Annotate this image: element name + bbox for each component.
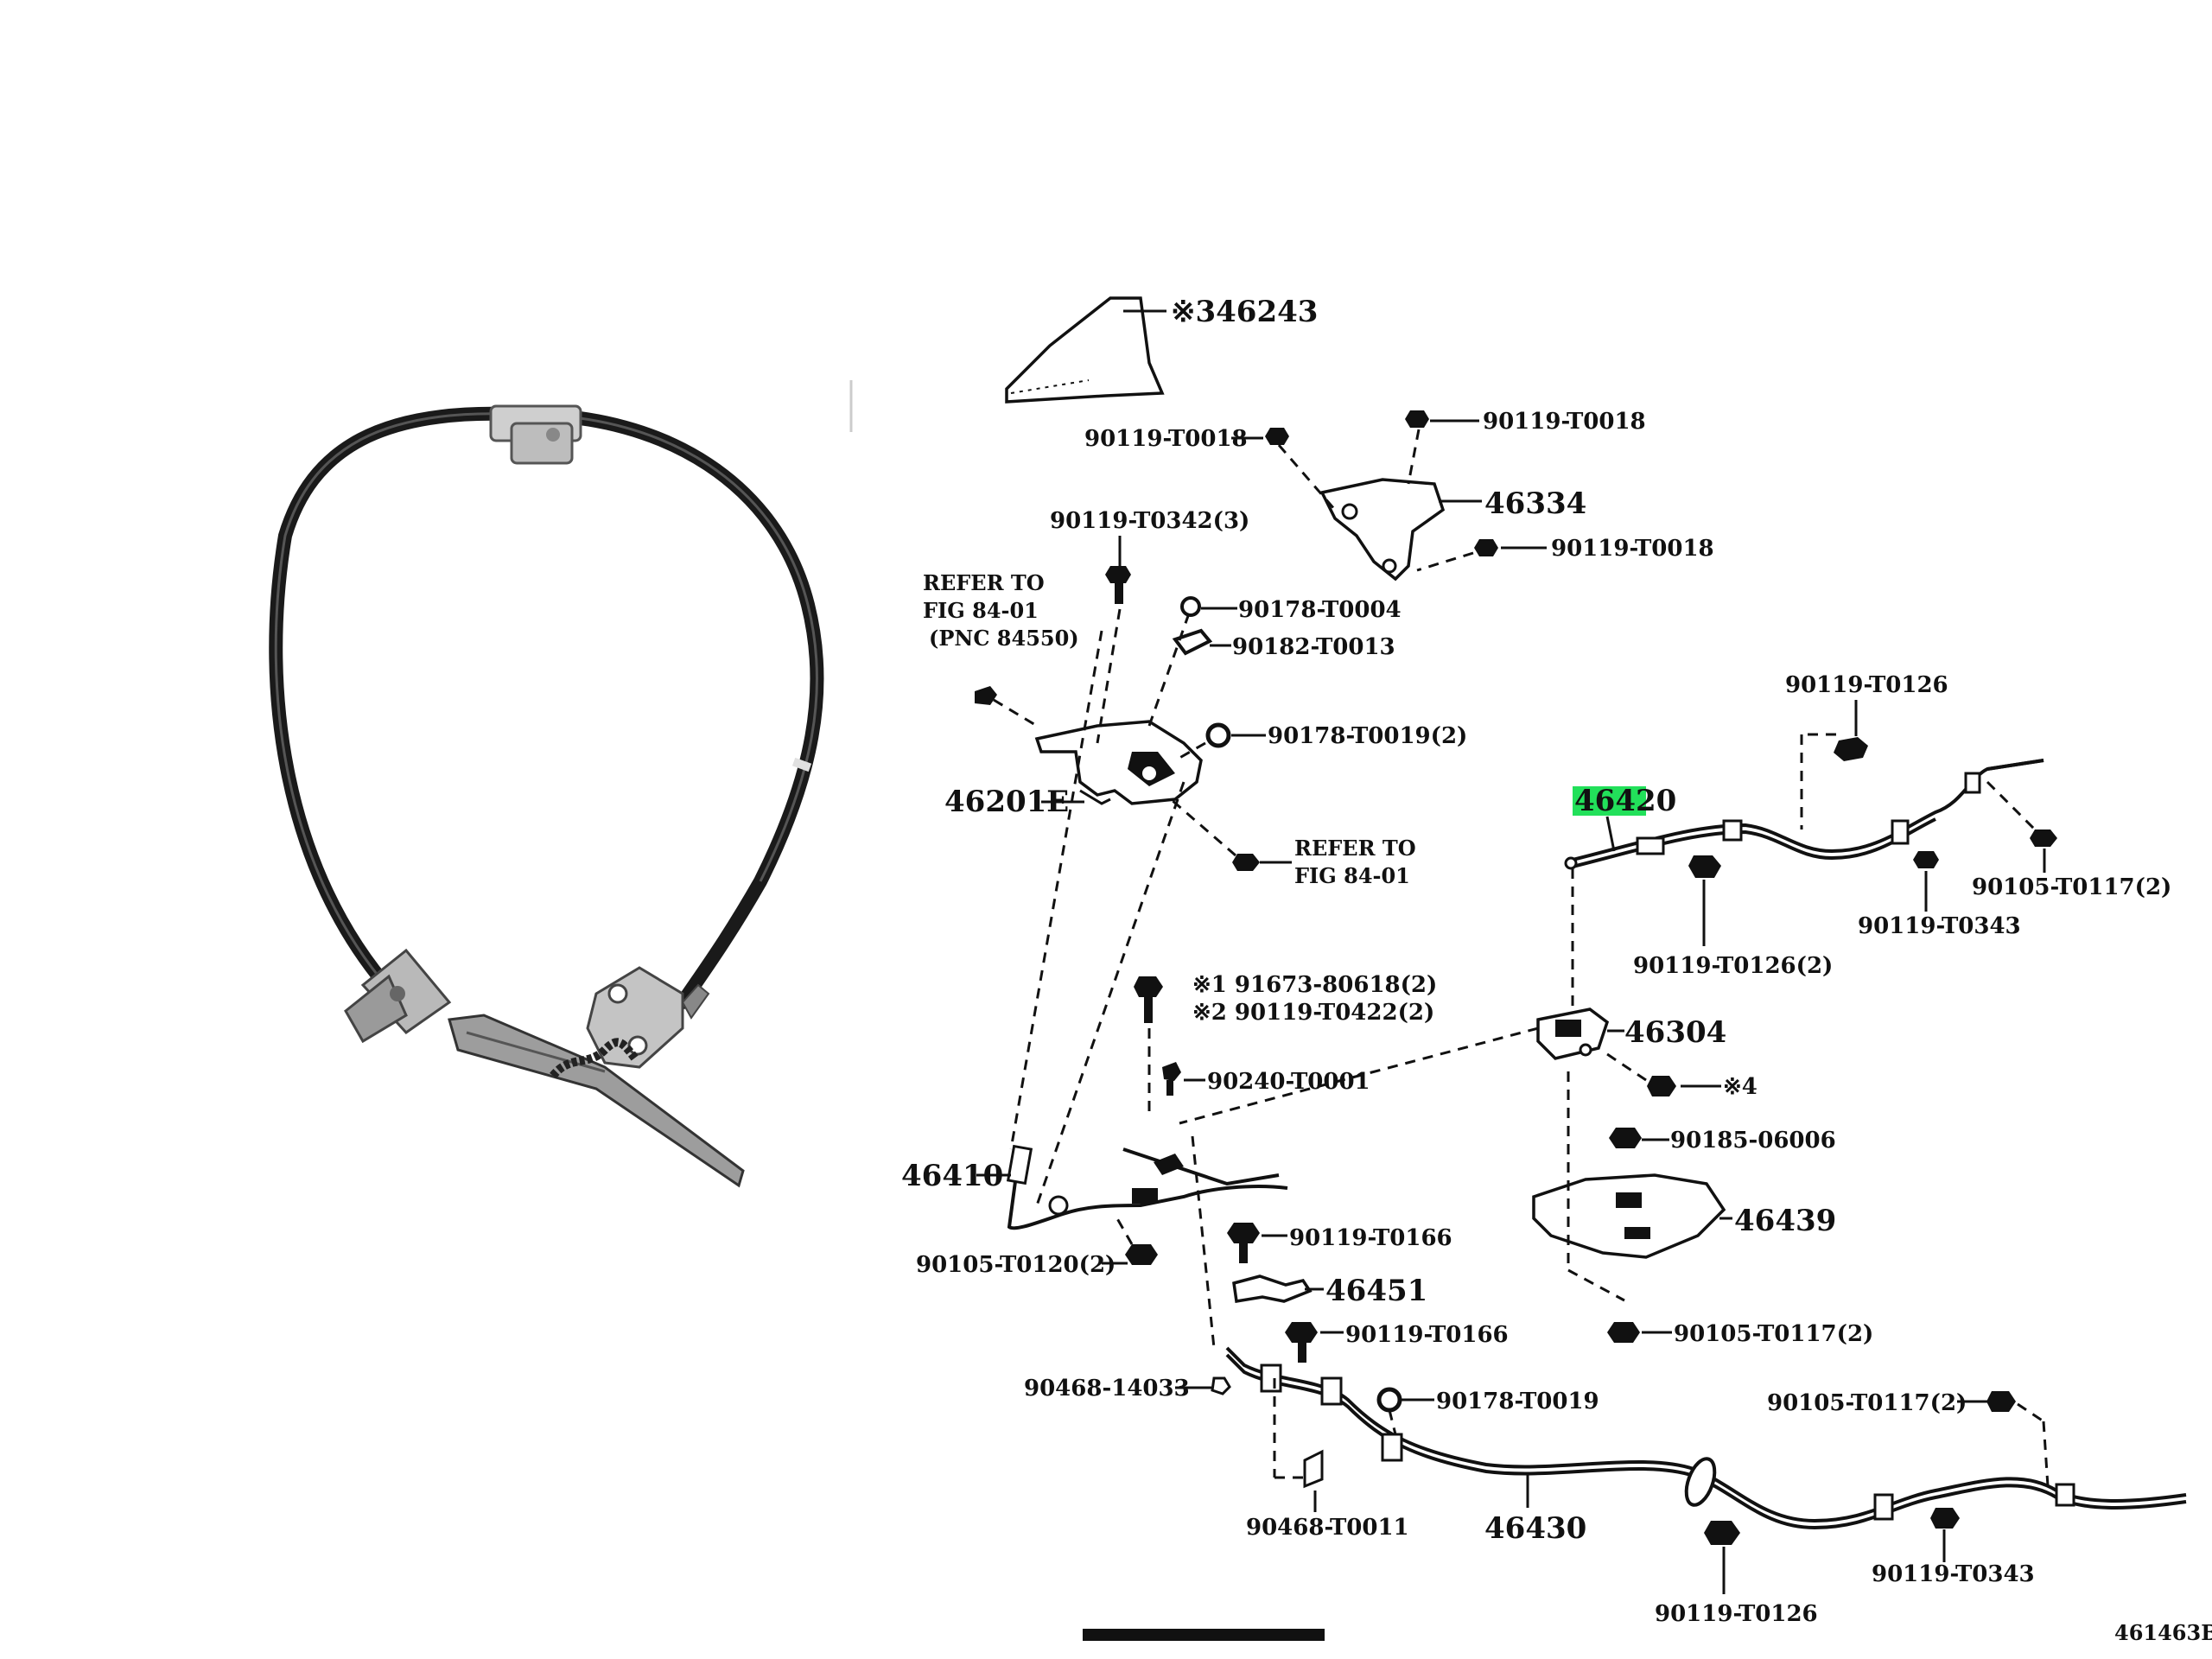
bolt-90119-T0342: 90119-T0342(3) — [1050, 508, 1249, 604]
refer1-line1: REFER TO — [923, 570, 1045, 595]
video-bar — [1083, 1629, 1325, 1641]
label-90105-T0117-mid: 90105-T0117(2) — [1674, 1321, 1873, 1347]
cable-46420: 46420 90119-T0126 90105-T0117(2) 90119-T… — [1564, 672, 2171, 1011]
bracket-46451: 46451 — [1232, 1274, 1427, 1308]
bolt-90119-T0018-a: 90119-T0018 — [1084, 426, 1337, 511]
cable-left-fitting — [344, 948, 452, 1044]
label-90468-T0011: 90468-T0011 — [1246, 1515, 1409, 1541]
label-90119-T0126-bottom: 90119-T0126 — [1655, 1601, 1818, 1627]
label-46420: 46420 — [1574, 784, 1676, 818]
label-90119-T0343-bottom: 90119-T0343 — [1872, 1561, 2035, 1587]
label-90119-T0126-top: 90119-T0126 — [1785, 672, 1948, 698]
label-90468-14033: 90468-14033 — [1024, 1376, 1190, 1402]
refer2-line1: REFER TO — [1294, 836, 1416, 861]
cable-46430: 46430 90468-14033 90178-T0019 90468-T001… — [1024, 1135, 2187, 1627]
label-46201E: 46201E — [944, 785, 1069, 819]
label-91673-80618: ※1 91673-80618(2) — [1192, 972, 1437, 998]
bolt-91673-80618: ※1 91673-80618(2) ※2 90119-T0422(2) — [1134, 972, 1437, 1115]
guard-46439: 46439 90105-T0117(2) — [1532, 1071, 1873, 1347]
label-90119-T0018-b: 90119-T0018 — [1483, 409, 1646, 435]
label-46304: 46304 — [1624, 1015, 1726, 1050]
refer-note-2: REFER TO FIG 84-01 — [1170, 798, 1416, 888]
bolt-90119-T0018-c: 90119-T0018 — [1416, 536, 1714, 572]
label-90119-T0166-b: 90119-T0166 — [1345, 1322, 1509, 1348]
bolt-90119-T0166-b: 90119-T0166 — [1285, 1322, 1509, 1363]
label-90119-T0018-a: 90119-T0018 — [1084, 426, 1248, 452]
label-90119-T0343-top: 90119-T0343 — [1858, 913, 2021, 939]
refer-note-1: REFER TO FIG 84-01 (PNC 84550) — [923, 570, 1079, 728]
washer-90182-T0013: 90182-T0013 — [1172, 628, 1395, 660]
label-90105-T0117-right: 90105-T0117(2) — [1972, 874, 2171, 900]
label-46430: 46430 — [1484, 1511, 1586, 1546]
bolt-90119-T0018-b: 90119-T0018 — [1405, 409, 1646, 485]
label-90119-T0422: ※2 90119-T0422(2) — [1192, 1000, 1434, 1026]
bracket-46334: 46334 90119-T0018 90119-T0018 90119-T001… — [1084, 409, 1714, 582]
label-46451: 46451 — [1325, 1274, 1427, 1308]
cable-right-bracket — [586, 966, 710, 1069]
label-90105-T0117-bottom: 90105-T0117(2) — [1767, 1390, 1967, 1416]
nut-90178-T0019-2: 90178-T0019(2) — [1174, 722, 1467, 762]
label-90119-T0018-c: 90119-T0018 — [1551, 536, 1714, 562]
label-90240-T0001: 90240-T0001 — [1207, 1069, 1370, 1095]
figure-id: 461463B — [2114, 1620, 2212, 1645]
nut-90178-T0004: 90178-T0004 — [1180, 596, 1402, 623]
refer1-line2: FIG 84-01 — [923, 598, 1039, 623]
label-90178-T0019: 90178-T0019 — [1436, 1389, 1599, 1414]
lever-46201E: 46201E — [944, 608, 1203, 819]
refer2-line2: FIG 84-01 — [1294, 863, 1410, 888]
label-46439: 46439 — [1734, 1204, 1836, 1238]
label-90119-T0342: 90119-T0342(3) — [1050, 508, 1249, 534]
lever-46410: 46410 90105-T0120(2) — [901, 630, 1288, 1278]
label-90185-06006: 90185-06006 — [1670, 1128, 1836, 1154]
label-90105-T0120: 90105-T0120(2) — [916, 1252, 1116, 1278]
label-90119-T0126-2: 90119-T0126(2) — [1633, 953, 1833, 979]
label-note-4: ※4 — [1723, 1074, 1758, 1100]
refer1-line3: (PNC 84550) — [929, 626, 1079, 651]
label-46243: ※346243 — [1171, 295, 1318, 329]
label-90119-T0166-a: 90119-T0166 — [1289, 1225, 1452, 1251]
label-46410: 46410 — [901, 1159, 1003, 1193]
nut-90185-06006: 90185-06006 — [1609, 1128, 1836, 1154]
highlight-46420 — [1573, 786, 1646, 816]
boot-46243: ※346243 — [1005, 295, 1318, 404]
pin-90240-T0001: 90240-T0001 — [1162, 1062, 1370, 1096]
parking-brake-cable-photo — [269, 404, 824, 1188]
cable-top-clip — [489, 404, 582, 465]
label-90178-T0004: 90178-T0004 — [1238, 597, 1402, 623]
parts-diagram: ※346243 46334 90119-T0018 90119-T0018 — [901, 295, 2212, 1645]
bracket-46304: 46304 ※4 — [1179, 1007, 1758, 1125]
label-90182-T0013: 90182-T0013 — [1232, 634, 1395, 660]
bolt-90119-T0166-a: 90119-T0166 — [1227, 1223, 1452, 1263]
cable-loop — [269, 406, 824, 1009]
label-46334: 46334 — [1484, 486, 1586, 521]
label-90178-T0019-2: 90178-T0019(2) — [1268, 723, 1467, 749]
